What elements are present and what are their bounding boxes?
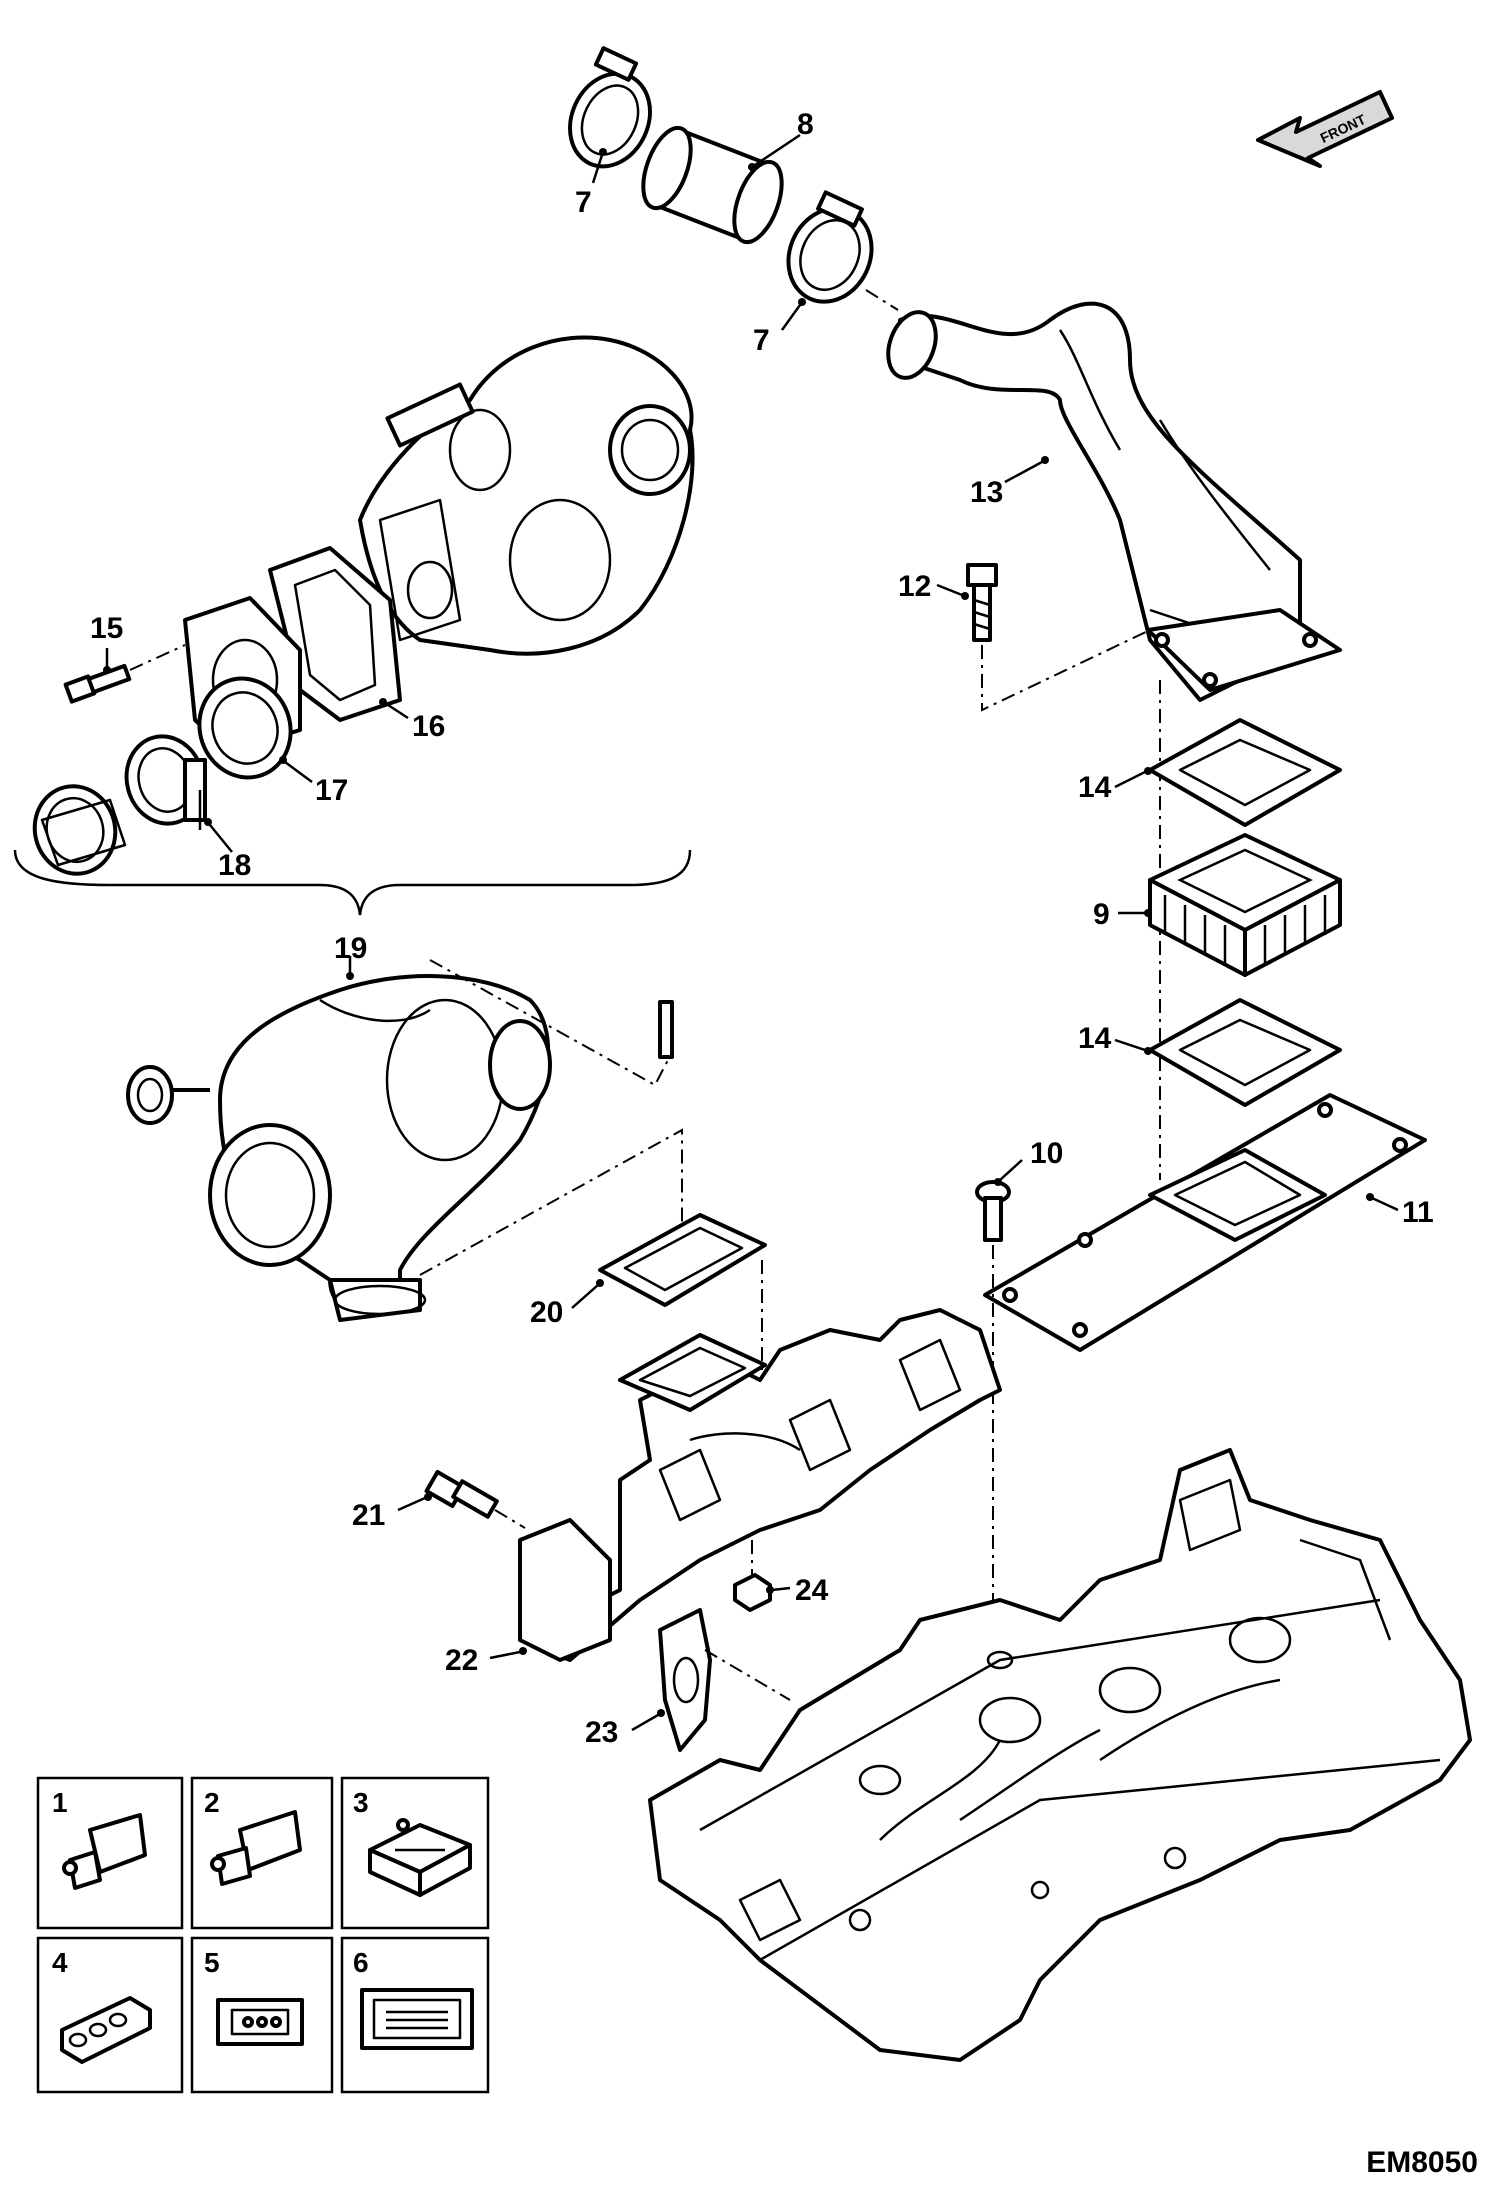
connector-icon-1: [62, 1813, 147, 1890]
legend-label: 5: [204, 1947, 220, 1978]
center-line: [494, 1509, 526, 1529]
center-line: [981, 629, 1151, 712]
connector-icon-2: [210, 1810, 302, 1886]
callout-8: 8: [797, 108, 814, 141]
legend-label: 1: [52, 1787, 68, 1818]
cover-plate: [983, 1093, 1427, 1352]
callout-14-upper: 14: [1078, 771, 1112, 804]
callout-7-lower: 7: [753, 324, 770, 357]
callout-11: 11: [1402, 1196, 1434, 1229]
turbocharger-assembly: [126, 974, 552, 1322]
exhaust-gasket: [658, 1608, 712, 1752]
center-line: [129, 644, 186, 671]
exhaust-manifold: [518, 1308, 1002, 1662]
bolt-21: [424, 1469, 499, 1519]
legend-label: 3: [353, 1787, 369, 1818]
callout-13: 13: [970, 476, 1003, 509]
legend-label: 2: [204, 1787, 220, 1818]
turbo-adapter-ring: [197, 676, 293, 780]
connector-icon-3: [368, 1818, 472, 1897]
center-line: [704, 1649, 791, 1701]
legend-label: 4: [52, 1947, 68, 1978]
callout-9: 9: [1093, 898, 1110, 931]
callout-22: 22: [445, 1644, 478, 1677]
callout-15: 15: [90, 612, 123, 645]
manifold-gasket: [598, 1213, 767, 1307]
center-line: [419, 1128, 683, 1276]
hose-clamp-upper: [568, 46, 652, 169]
callouts: 7 8 7 13 12 15 16 17 18 19 14 9 14 10 11…: [90, 108, 1434, 1749]
spacer-block: [1148, 833, 1342, 977]
front-arrow-icon: FRONT: [1256, 90, 1394, 168]
bolt-12: [966, 563, 998, 642]
leader-lines: [103, 133, 1399, 1732]
callout-18: 18: [218, 849, 251, 882]
nut-24: [733, 1573, 772, 1612]
intake-pipe: [886, 301, 1342, 702]
callout-7-upper: 7: [575, 186, 592, 219]
connector-icon-5: [216, 1998, 304, 2046]
v-band-clamp: [124, 734, 207, 830]
gasket-lower: [1148, 998, 1342, 1107]
callout-16: 16: [412, 710, 445, 743]
callout-23: 23: [585, 1716, 618, 1749]
legend-grid: 1 2 3 4 5 6: [36, 1776, 490, 2094]
callout-17: 17: [315, 774, 348, 807]
callout-24: 24: [795, 1574, 829, 1607]
coupler-sleeve: [641, 125, 784, 245]
stud: [658, 1000, 674, 1059]
connector-icon-6: [360, 1988, 474, 2050]
hose-clamp-lower: [786, 190, 874, 304]
callout-14-lower: 14: [1078, 1022, 1112, 1055]
figure-id: EM8050: [1366, 2146, 1478, 2179]
bolt-15: [63, 663, 132, 704]
callout-10: 10: [1030, 1137, 1063, 1170]
gasket-upper: [1148, 718, 1342, 827]
callout-21: 21: [352, 1499, 385, 1532]
connector-icon-4: [60, 1996, 152, 2064]
cylinder-head: [648, 1448, 1472, 2062]
bolt-10: [975, 1180, 1011, 1242]
callout-12: 12: [898, 570, 931, 603]
legend-label: 6: [353, 1947, 369, 1978]
callout-20: 20: [530, 1296, 563, 1329]
callout-19: 19: [334, 932, 367, 965]
center-line: [865, 289, 899, 311]
turbo-housing-exploded: [358, 335, 695, 656]
group-brace: [13, 849, 692, 916]
outlet-sleeve: [32, 784, 127, 876]
